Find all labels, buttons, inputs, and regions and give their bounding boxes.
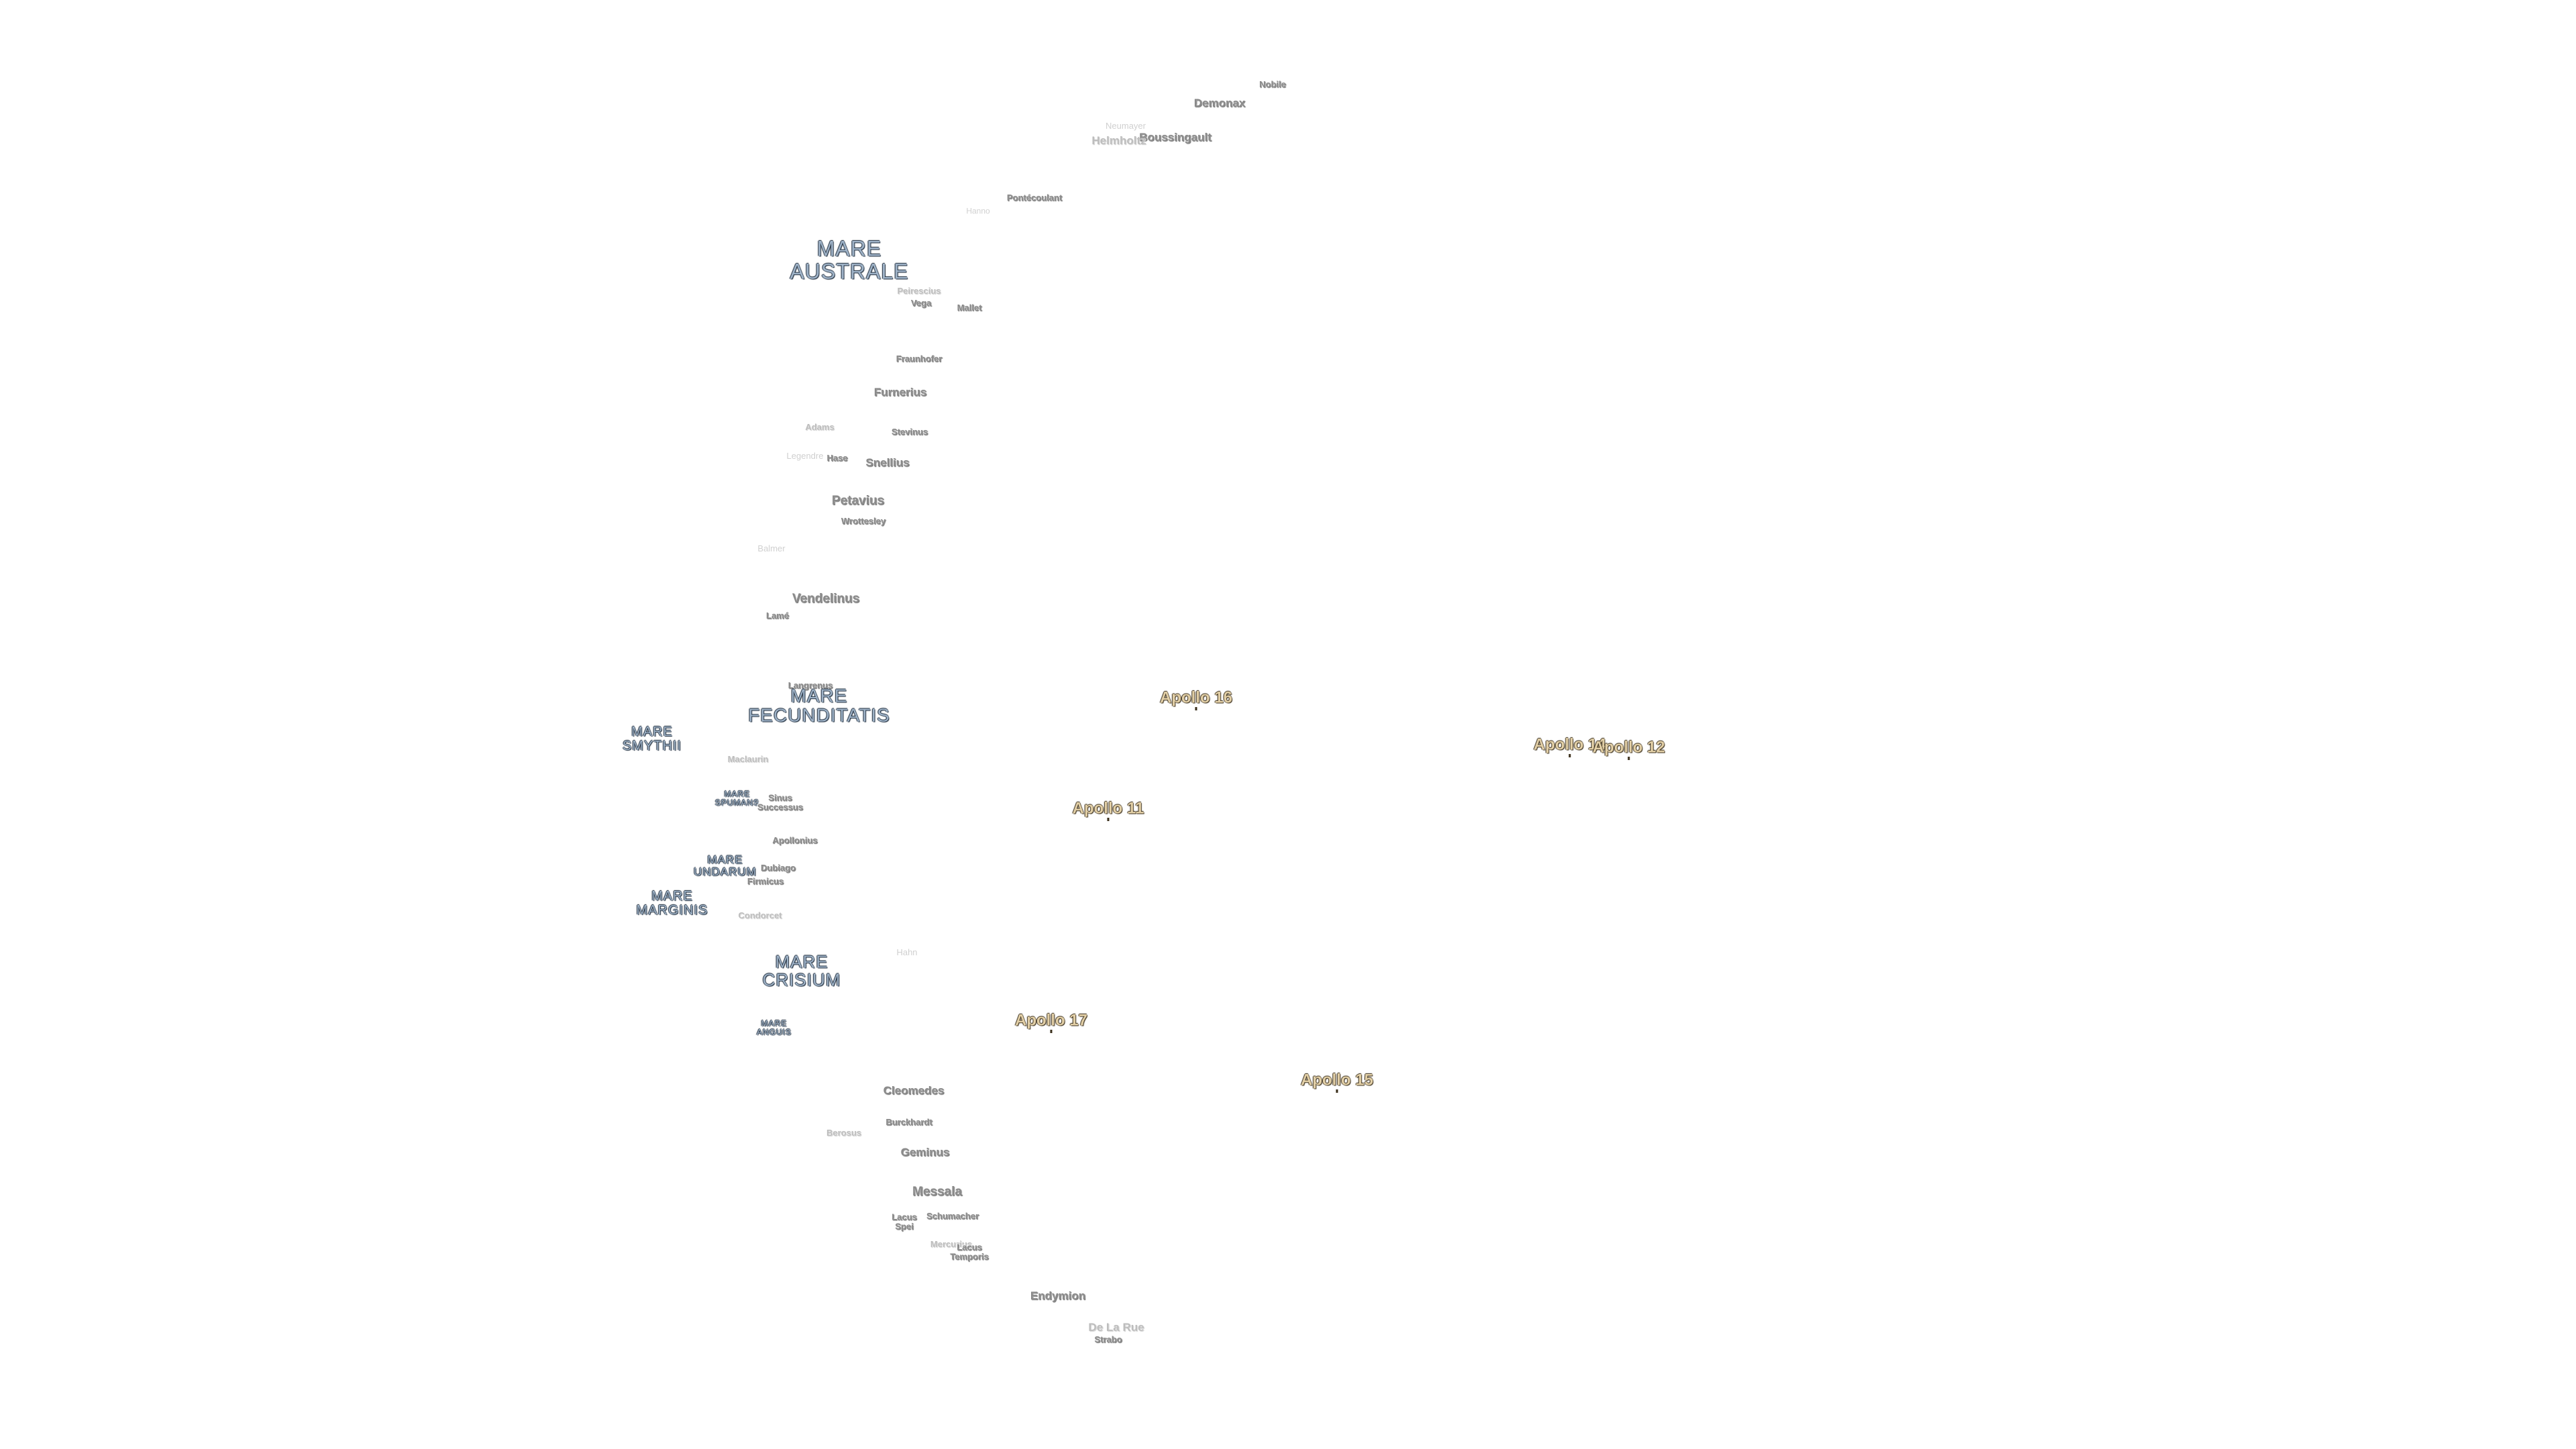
- mare-fecunditatis-line1: MARE: [790, 685, 848, 706]
- crater-label-legendre[interactable]: Legendre: [786, 451, 824, 462]
- crater-label-langrenus[interactable]: Langrenus: [788, 680, 833, 691]
- lacus-label-temporis[interactable]: Lacus Temporis: [950, 1242, 989, 1260]
- mare-spumans-line2: SPUMANS: [714, 798, 760, 807]
- lacus-spei-line1: Lacus: [892, 1212, 917, 1222]
- crater-label-apollonius[interactable]: Apollonius: [772, 835, 818, 846]
- mare-spumans-line1: MARE: [724, 789, 751, 799]
- lacus-label-spei[interactable]: Lacus Spei: [892, 1212, 917, 1230]
- mare-crisium-line1: MARE: [775, 951, 828, 972]
- crater-label-geminus[interactable]: Geminus: [900, 1146, 950, 1159]
- apollo-14-label[interactable]: Apollo 14: [1533, 735, 1607, 754]
- crater-label-schumacher[interactable]: Schumacher: [926, 1211, 979, 1222]
- crater-label-hahn[interactable]: Hahn: [896, 947, 918, 958]
- mare-label-spumans[interactable]: MARE SPUMANS: [715, 790, 759, 806]
- crater-label-hase[interactable]: Hase: [826, 453, 848, 464]
- mare-label-australe[interactable]: MARE AUSTRALE: [790, 237, 909, 282]
- crater-label-helmholtz[interactable]: Helmholtz: [1091, 134, 1146, 148]
- mare-label-crisium[interactable]: MARE CRISIUM: [763, 953, 841, 990]
- crater-label-lame[interactable]: Lamé: [766, 610, 789, 621]
- apollo-17-label[interactable]: Apollo 17: [1014, 1011, 1088, 1030]
- apollo-17-marker-icon: [1050, 1030, 1053, 1033]
- apollo-15-marker-icon: [1336, 1089, 1338, 1093]
- apollo-14-marker-icon: [1568, 754, 1571, 757]
- crater-label-firmicus[interactable]: Firmicus: [747, 876, 784, 887]
- crater-label-endymion[interactable]: Endymion: [1030, 1289, 1086, 1303]
- crater-label-messala[interactable]: Messala: [912, 1185, 962, 1199]
- mare-label-undarum[interactable]: MARE UNDARUM: [694, 854, 757, 878]
- apollo-11-marker-icon: [1107, 818, 1110, 821]
- crater-label-furnerius[interactable]: Furnerius: [873, 386, 927, 399]
- apollo-11-label[interactable]: Apollo 11: [1072, 799, 1144, 818]
- crater-label-vega[interactable]: Vega: [910, 298, 932, 309]
- crater-label-demonax[interactable]: Demonax: [1193, 97, 1246, 110]
- crater-label-stevinus[interactable]: Stevinus: [891, 427, 928, 437]
- crater-label-balmer[interactable]: Balmer: [757, 543, 786, 554]
- mare-undarum-line2: UNDARUM: [694, 865, 757, 878]
- apollo-15-label[interactable]: Apollo 15: [1300, 1071, 1374, 1089]
- mare-marginis-line1: MARE: [651, 889, 693, 904]
- mare-label-fecunditatis[interactable]: MARE FECUNDITATIS: [748, 686, 890, 726]
- crater-label-maclaurin[interactable]: Maclaurin: [727, 754, 769, 765]
- mare-crisium-line2: CRISIUM: [762, 970, 841, 990]
- mare-anguis-line1: MARE: [761, 1018, 788, 1028]
- apollo-12-marker-icon: [1627, 757, 1630, 760]
- mare-fecunditatis-line2: FECUNDITATIS: [748, 705, 890, 726]
- crater-label-peirescius[interactable]: Peirescius: [897, 286, 941, 297]
- mare-smythii-line2: SMYTHII: [622, 739, 682, 753]
- crater-label-snellius[interactable]: Snellius: [865, 456, 910, 470]
- crater-label-wrottesley[interactable]: Wrottesley: [841, 516, 886, 527]
- crater-label-hanno[interactable]: Hanno: [966, 206, 990, 216]
- sinus-label-successus[interactable]: Sinus Successus: [757, 793, 803, 811]
- apollo-12-label[interactable]: Apollo 12: [1592, 738, 1666, 757]
- mare-label-anguis[interactable]: MARE ANGUIS: [757, 1019, 792, 1036]
- apollo-16-label[interactable]: Apollo 16: [1159, 688, 1233, 707]
- sinus-successus-line1: Sinus: [768, 792, 792, 803]
- crater-label-strabo[interactable]: Strabo: [1094, 1334, 1122, 1345]
- mare-marginis-line2: MARGINIS: [636, 903, 708, 918]
- lacus-temporis-line2: Temporis: [950, 1251, 989, 1261]
- mare-label-smythii[interactable]: MARE SMYTHII: [623, 725, 682, 753]
- mare-anguis-line2: ANGUIS: [756, 1027, 792, 1036]
- crater-label-fraunhofer[interactable]: Fraunhofer: [896, 354, 943, 364]
- lacus-temporis-line1: Lacus: [957, 1242, 982, 1252]
- crater-label-adams[interactable]: Adams: [805, 422, 835, 433]
- sinus-successus-line2: Successus: [757, 802, 803, 812]
- crater-label-berosus[interactable]: Berosus: [826, 1128, 862, 1138]
- crater-label-cleomedes[interactable]: Cleomedes: [883, 1084, 945, 1097]
- mare-australe-line2: AUSTRALE: [790, 259, 909, 283]
- crater-label-mallet[interactable]: Mallet: [957, 303, 982, 313]
- crater-label-vendelinus[interactable]: Vendelinus: [792, 592, 860, 606]
- mare-undarum-line1: MARE: [707, 853, 743, 867]
- mare-australe-line1: MARE: [816, 236, 882, 261]
- crater-label-burckhardt[interactable]: Burckhardt: [885, 1117, 932, 1128]
- crater-label-mercurius[interactable]: Mercurius: [930, 1239, 973, 1250]
- crater-label-de-la-rue[interactable]: De La Rue: [1088, 1321, 1144, 1334]
- crater-label-boussingault[interactable]: Boussingault: [1139, 131, 1212, 144]
- mare-label-marginis[interactable]: MARE MARGINIS: [637, 890, 708, 918]
- crater-label-dubiago[interactable]: Dubiago: [761, 863, 796, 873]
- mare-smythii-line1: MARE: [631, 724, 673, 739]
- lacus-spei-line2: Spei: [895, 1221, 914, 1231]
- crater-label-petavius[interactable]: Petavius: [831, 494, 885, 508]
- crater-label-nobile[interactable]: Nobile: [1259, 79, 1286, 90]
- crater-label-pontecoulant[interactable]: Pontécoulant: [1006, 193, 1063, 203]
- crater-label-condorcet[interactable]: Condorcet: [738, 910, 782, 921]
- apollo-16-marker-icon: [1195, 707, 1197, 710]
- crater-label-neumayer[interactable]: Neumayer: [1106, 121, 1146, 131]
